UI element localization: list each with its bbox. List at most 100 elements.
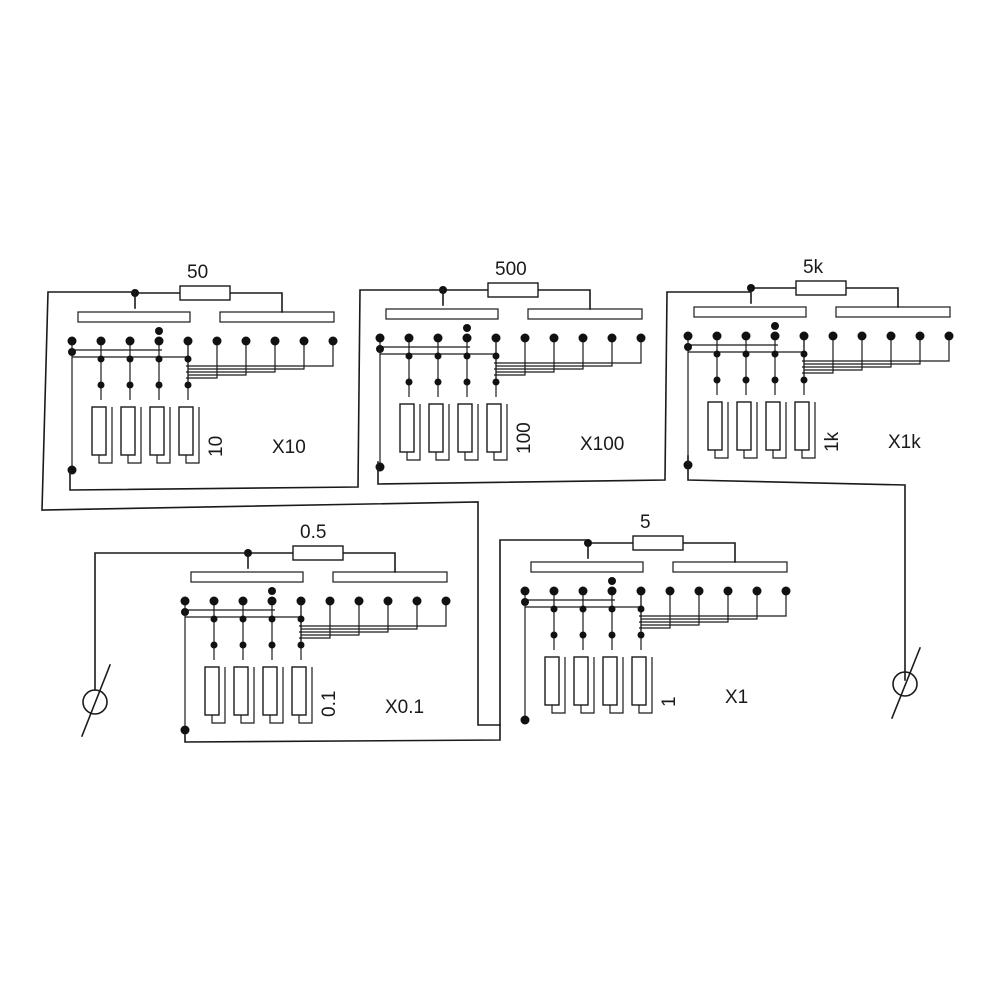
unit-resistor [486,403,502,453]
contact-wire [188,345,247,376]
unit-resistance-label: 1k [822,431,843,452]
junction [771,376,779,384]
switch-contact [520,333,530,343]
unit-resistance-label: 0.1 [319,691,340,717]
resistor-link [156,407,171,464]
junction [97,381,105,389]
resistor-link [240,667,255,724]
contact-wire [186,345,218,379]
junction [297,615,305,623]
contact-wire [804,340,921,365]
junction [126,381,134,389]
switch-contact [267,596,277,606]
resistor-link [638,657,653,714]
resistor-link [435,404,450,461]
wire-x01-to-terminal [94,552,249,691]
junction [579,605,587,613]
junction [463,352,471,360]
unit-resistor [428,403,444,453]
switch-contact [752,586,762,596]
multiplier-label: X1k [888,432,921,453]
left-terminal[interactable] [80,663,112,738]
unit-resistor [457,403,473,453]
switch-contact [828,331,838,341]
junction [463,378,471,386]
switch-contact [462,333,472,343]
series-resistance-label: 5 [640,512,651,533]
switch-contact [723,586,733,596]
junction [800,376,808,384]
switch-contact [636,333,646,343]
switch-contact [694,586,704,596]
junction [608,605,616,613]
switch-contact [238,596,248,606]
junction [239,615,247,623]
switch-bar-right [332,571,448,583]
right-terminal[interactable] [890,646,922,720]
junction [637,631,645,639]
junction [434,352,442,360]
multiplier-label: X100 [580,434,624,455]
switch-contact [209,596,219,606]
switch-bar-left [530,561,644,573]
junction [297,641,305,649]
switch-bar-right [835,306,951,318]
contact-wire [188,345,305,370]
switch-contact [636,586,646,596]
switch-contact [741,331,751,341]
contact-wire [299,605,447,627]
switch-contact [404,333,414,343]
resistor-link [211,667,226,724]
junction [742,376,750,384]
switch-contact [433,333,443,343]
contact-wire [641,595,700,626]
switch-contact [549,333,559,343]
switch-bar-right [672,561,788,573]
resistor-link [298,667,313,724]
switch-contact [354,596,364,606]
unit-resistor [291,666,307,716]
contact-wire [804,340,863,371]
resistor-link [772,402,787,459]
switch-contact [683,331,693,341]
junction [579,631,587,639]
junction [155,327,163,335]
multiplier-label: X10 [272,437,306,458]
junction [155,381,163,389]
switch-contact [578,333,588,343]
switch-contact [520,586,530,596]
unit-resistor [544,656,560,706]
wire-x1k-to-terminal [687,455,906,681]
unit-resistance-label: 10 [206,436,227,457]
switch-contact [549,586,559,596]
switch-contact [915,331,925,341]
unit-resistor [707,401,723,451]
junction [492,378,500,386]
junction [463,324,471,332]
series-resistance-label: 50 [187,262,208,283]
switch-contact [857,331,867,341]
resistor-link [743,402,758,459]
switch-contact [781,586,791,596]
switch-bar-right [219,311,335,323]
multiplier-label: X1 [725,687,748,708]
resistor-link [98,407,113,464]
switch-contact [375,333,385,343]
contact-wire [299,605,331,639]
contact-wire [186,345,334,367]
junction [405,352,413,360]
junction [184,355,192,363]
series-resistance-label: 500 [495,259,527,280]
contact-wire [301,605,418,630]
contact-wire [186,345,276,373]
switch-contact [491,333,501,343]
series-resistor [487,282,539,298]
contact-wire [639,595,671,629]
wire-x01-to-x1 [184,539,587,743]
contact-wire [494,342,526,376]
series-resistance-label: 0.5 [300,522,326,543]
junction [405,378,413,386]
unit-resistor [262,666,278,716]
junction [550,631,558,639]
